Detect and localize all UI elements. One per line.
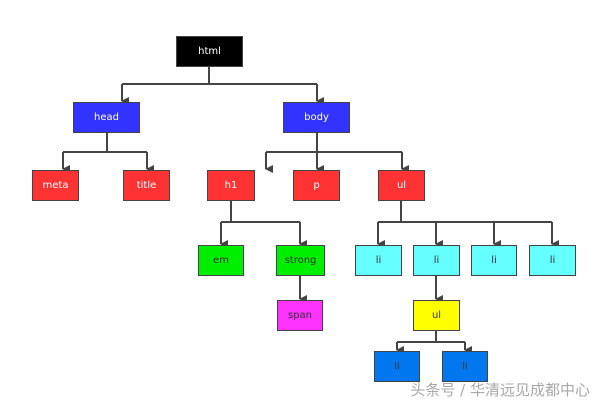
node-ul: ul [378, 170, 425, 201]
node-label: title [136, 180, 157, 191]
node-label: li [491, 255, 497, 266]
node-body: body [283, 102, 350, 133]
node-span: span [277, 300, 323, 331]
node-label: meta [42, 180, 69, 191]
node-label: li [394, 361, 400, 372]
node-label: body [304, 112, 329, 123]
watermark: 头条号 / 华清远见成都中心 [410, 381, 590, 399]
node-title: title [123, 170, 170, 201]
node-html: html [176, 36, 243, 67]
node-label: head [94, 112, 119, 123]
node-label: strong [284, 255, 317, 266]
node-label: ul [396, 180, 407, 191]
node-label: li [549, 255, 556, 266]
node-label: ul [431, 310, 442, 321]
node-label: html [198, 46, 221, 57]
node-li3: li [471, 245, 517, 276]
node-li2: li [413, 245, 460, 276]
node-h1: h1 [207, 170, 255, 201]
node-label: h1 [224, 180, 238, 191]
node-head: head [73, 102, 140, 133]
node-label: em [213, 255, 229, 266]
node-li4: li [529, 245, 576, 276]
node-label: li [462, 361, 468, 372]
node-label: p [313, 180, 320, 191]
node-label: li [375, 255, 382, 266]
node-p: p [293, 170, 340, 201]
node-ul2: ul [413, 300, 460, 331]
node-em: em [198, 245, 244, 276]
node-meta: meta [32, 170, 79, 201]
node-li5: li [374, 351, 420, 382]
node-strong: strong [276, 245, 325, 276]
node-label: li [433, 255, 440, 266]
node-li6: li [442, 351, 488, 382]
node-label: span [287, 310, 313, 321]
node-li1: li [355, 245, 402, 276]
